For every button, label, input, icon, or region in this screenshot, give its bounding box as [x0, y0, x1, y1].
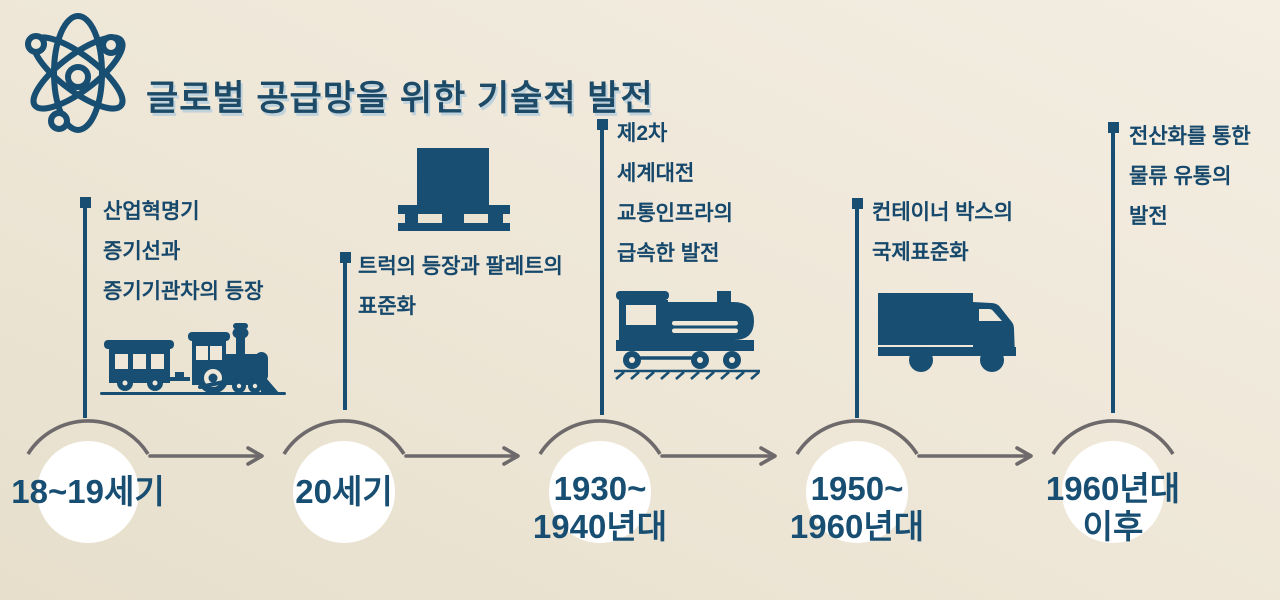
timeline-axis [26, 419, 1175, 543]
event-description: 전산화를 통한 물류 유통의 발전 [1129, 117, 1251, 237]
period-label: 1950~ 1960년대 [789, 470, 925, 545]
period-label: 1930~ 1940년대 [532, 470, 668, 545]
event-description-line: 국제표준화 [872, 241, 969, 264]
page-title: 글로벌 공급망을 위한 기술적 발전 [146, 79, 654, 119]
event-description-line: 표준화 [358, 295, 416, 318]
event-description-line: 물류 유통의 [1129, 165, 1232, 188]
timeline-connector [1107, 122, 1119, 413]
event-description: 제2차 세계대전 교통인프라의 급속한 발전 [617, 114, 733, 274]
event-description: 컨테이너 박스의 국제표준화 [872, 193, 1013, 273]
connector-marker [851, 198, 863, 209]
connector-marker [596, 119, 608, 130]
period-label: 1960년대 이후 [1045, 470, 1181, 545]
period-label: 20세기 [295, 473, 393, 510]
timeline-nodes [37, 441, 1164, 543]
event-description-line: 증기선과 [103, 240, 181, 263]
connector-marker [79, 197, 91, 208]
timeline-arcs [26, 419, 1175, 455]
cargo-truck-icon [878, 293, 1016, 372]
event-description: 산업혁명기 증기선과 증기기관차의 등장 [103, 192, 263, 312]
event-description-line: 산업혁명기 [103, 200, 200, 223]
arrow-connectors [148, 446, 1033, 466]
event-description-line: 전산화를 통한 [1129, 125, 1251, 148]
event-description-line: 세계대전 [617, 162, 695, 185]
connector-marker [1107, 122, 1119, 133]
event-description-line: 제2차 [617, 122, 668, 145]
connector-marker [339, 252, 351, 263]
event-description-line: 컨테이너 박스의 [872, 201, 1014, 224]
timeline-connector [851, 198, 863, 418]
event-description-line: 급속한 발전 [617, 242, 720, 265]
period-label: 18~19세기 [11, 473, 165, 510]
timeline-connector [339, 252, 351, 410]
locomotive-icon [614, 291, 760, 380]
atom-icon [25, 13, 126, 133]
event-description-line: 발전 [1129, 205, 1168, 228]
timeline-connector [596, 119, 608, 415]
event-description: 트럭의 등장과 팔레트의 표준화 [358, 247, 563, 327]
pallet-box-icon [398, 148, 510, 231]
steam-train-icon [100, 323, 286, 395]
timeline-connector [79, 197, 91, 418]
event-description-line: 교통인프라의 [617, 202, 733, 225]
event-description-line: 트럭의 등장과 팔레트의 [358, 255, 563, 278]
event-description-line: 증기기관차의 등장 [103, 280, 264, 303]
